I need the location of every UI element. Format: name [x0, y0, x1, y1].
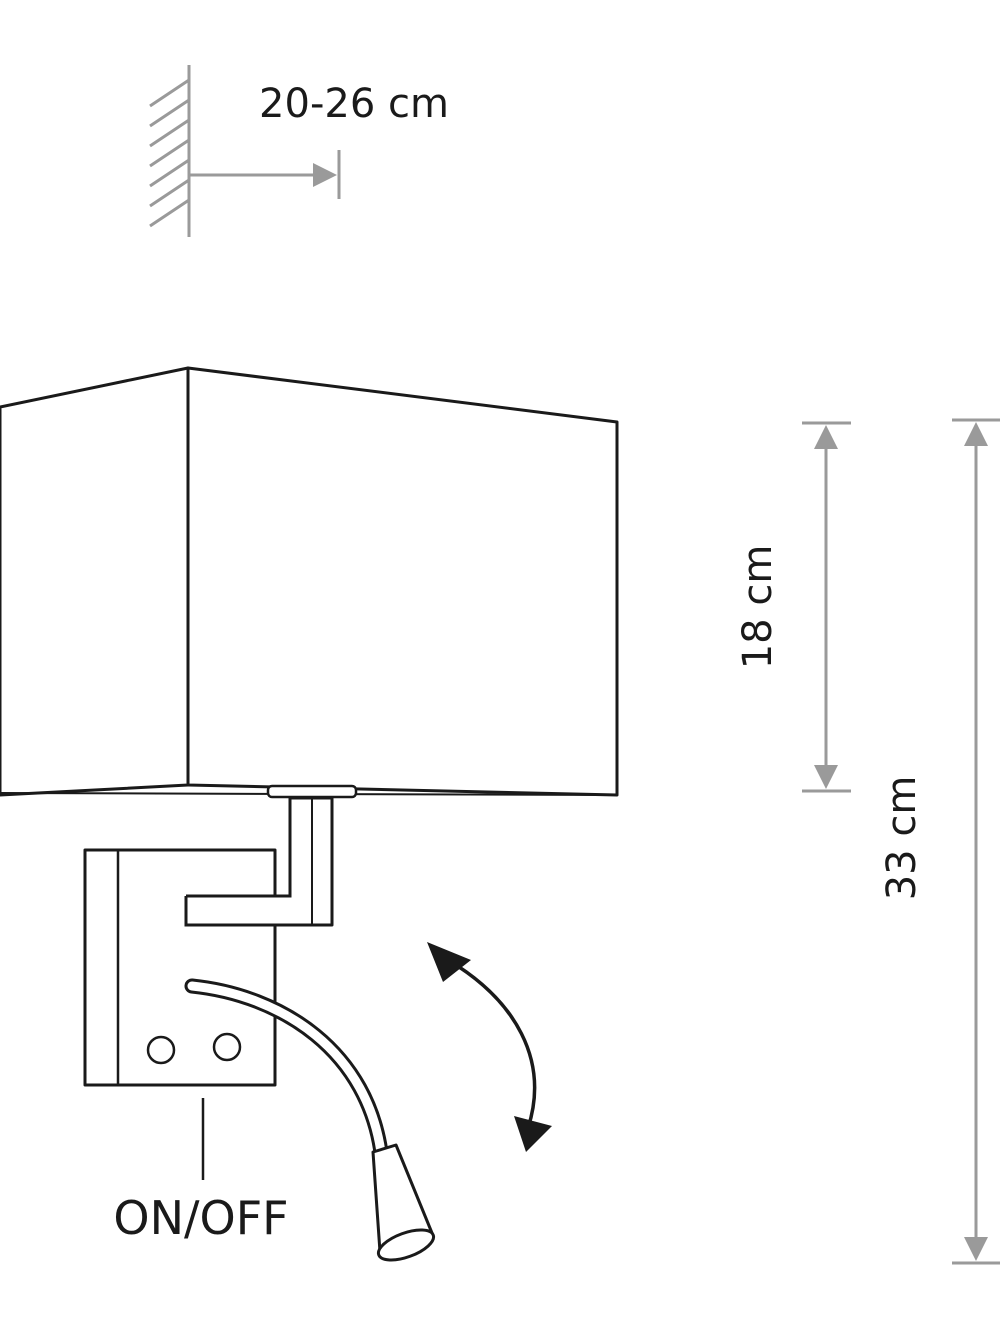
total-height-arrow-top — [964, 422, 988, 446]
shade-holder-ring — [266, 784, 358, 799]
total-height-label: 33 cm — [879, 776, 925, 901]
shade-height-arrow-top — [814, 425, 838, 449]
projection-dimension — [149, 65, 341, 237]
wall-hatching — [149, 78, 190, 228]
rotation-arrow-arc — [447, 958, 537, 1129]
total-height-arrow-bottom — [964, 1237, 988, 1261]
rotation-arrow-head-bottom — [514, 1116, 552, 1152]
projection-label: 20-26 cm — [259, 81, 449, 127]
wall-plate — [83, 848, 277, 1087]
arm-top-edge — [186, 798, 292, 898]
switch-button-left — [146, 1035, 176, 1065]
total-height-dimension — [952, 418, 1000, 1265]
arm-overlap-mask — [186, 895, 282, 926]
shade-height-label: 18 cm — [735, 545, 781, 670]
wall-plate-body — [83, 848, 277, 1087]
flexible-reading-arm — [184, 978, 390, 1168]
shade-front-face — [186, 366, 619, 797]
rotation-arrow-head-top — [427, 942, 471, 982]
shade-height-dimension — [802, 421, 851, 793]
shade-side-face — [0, 366, 190, 797]
reading-lamp-head — [371, 1143, 436, 1262]
switch-label: ON/OFF — [113, 1191, 288, 1245]
projection-arrow-head — [313, 163, 337, 187]
lamp-shade — [0, 366, 619, 797]
switch-button-right — [212, 1032, 242, 1062]
arm-bottom-edge — [184, 896, 332, 927]
shade-height-arrow-bottom — [814, 765, 838, 789]
reading-lamp-lens — [376, 1228, 436, 1262]
